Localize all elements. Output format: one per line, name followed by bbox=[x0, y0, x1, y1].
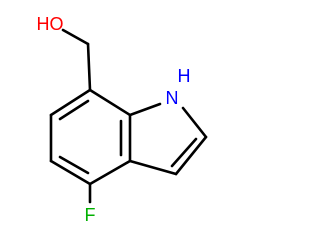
bond-n-c2 bbox=[181, 106, 208, 139]
bond-c3-c3a bbox=[128, 159, 178, 176]
bond-c4-c5 bbox=[49, 159, 92, 186]
nh-hydrogen-label: H bbox=[178, 66, 191, 86]
bond-c3a-c4 bbox=[88, 159, 132, 186]
double-bond-c7-c6 bbox=[58, 99, 90, 121]
nitrogen-label: N bbox=[166, 88, 179, 108]
bond-c7-c7a bbox=[88, 88, 132, 117]
bond-c6-c7 bbox=[49, 88, 92, 117]
bond-c2-c3 bbox=[174, 135, 208, 176]
bond-c7a-n bbox=[128, 102, 162, 117]
molecule-structure: HO H N F bbox=[37, 14, 208, 225]
bond-o-ch2 bbox=[61, 28, 90, 46]
fluorine-label: F bbox=[85, 205, 96, 225]
double-bond-c5-c4 bbox=[58, 155, 90, 175]
bond-ch2-c7 bbox=[86, 42, 92, 92]
structure-canvas: HO H N F bbox=[37, 14, 208, 225]
hydroxyl-label: HO bbox=[37, 14, 64, 34]
double-bond-c2-c3 bbox=[170, 137, 198, 168]
